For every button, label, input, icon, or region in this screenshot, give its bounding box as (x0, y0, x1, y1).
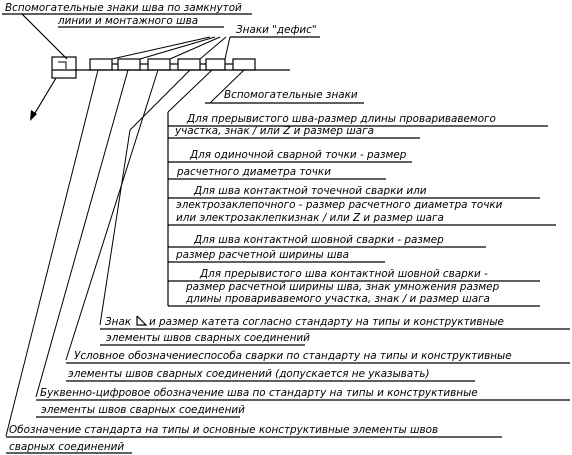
arrow-leader (31, 77, 57, 119)
symbol-box-2 (117, 58, 141, 71)
alnum-label-line1: Буквенно-цифровое обозначение шва по ста… (40, 387, 478, 399)
entry-3-line2: электрозаклепочного - размер расчетного … (176, 199, 503, 211)
entry-5-line3: длины проваривавемого участка, знак / и … (185, 293, 490, 305)
aux-signs-label: Вспомогательные знаки (224, 89, 358, 101)
symbol-box-3 (147, 58, 171, 71)
top-label-leader (21, 13, 68, 60)
closed-line-tick (58, 61, 67, 69)
entry-5-line2: размер расчетной ширины шва, знак умноже… (185, 281, 500, 293)
standard-leader (5, 69, 99, 437)
arrow-head (30, 110, 37, 121)
symbol-box-4 (177, 58, 201, 71)
leg-label-prefix: Знак (105, 316, 132, 328)
hyphen-leader-5 (224, 36, 231, 60)
symbol-box-1 (89, 58, 113, 71)
aux-leader-diag (209, 69, 245, 104)
leg-leader-vert (99, 129, 131, 326)
entry-3-line1: Для шва контактной точечной сварки или (193, 185, 427, 197)
leg-label-suffix: и размер катета согласно стандарту на ти… (149, 316, 504, 328)
symbol-box-5 (205, 58, 226, 71)
top-label-line1: Вспомогательные знаки шва по замкнутой (5, 2, 242, 14)
top-label-line2: линии и монтажного шва (57, 15, 198, 27)
method-leader (65, 69, 159, 361)
method-label-line2: элементы швов сварных соединений (допуск… (68, 368, 430, 380)
entries-leader-diag (167, 69, 213, 113)
hyphen-label: Знаки "дефис" (236, 24, 317, 36)
leg-label-line2: элементы швов сварных соединений (106, 332, 310, 344)
entry-4-line2: размер расчетной ширины шва (175, 249, 349, 261)
entry-2-line1: Для одиночной сварной точки - размер (189, 149, 407, 161)
entry-2-line2: расчетного диаметра точки (176, 166, 331, 178)
standard-label-line2: сварных соединений (9, 441, 124, 453)
entry-1-line1: Для прерывистого шва-размер длины провар… (186, 113, 496, 125)
entry-1-line2: участка, знак / или Z и размер шага (174, 125, 374, 137)
leg-triangle-sign (136, 315, 148, 326)
alnum-leader (35, 69, 129, 398)
closed-line-square (51, 56, 77, 79)
symbol-box-6 (232, 58, 256, 71)
leg-leader-diag (129, 69, 191, 131)
method-label-line1: Условное обозначениеспособа сварки по ст… (74, 350, 512, 362)
standard-label-line1: Обозначение стандарта на типы и основные… (9, 424, 438, 436)
hyphen-leader-4 (199, 36, 227, 60)
hyphen-leader-1 (111, 36, 211, 60)
alnum-label-line2: элементы швов сварных соединений (41, 404, 245, 416)
entry-5-line1: Для прерывистого шва контактной шовной с… (199, 268, 488, 280)
entry-3-line3: или электрозаклепкизнак / или Z и размер… (176, 212, 444, 224)
entry-4-line1: Для шва контактной шовной сварки - разме… (193, 234, 444, 246)
hyphen-leader-3 (169, 36, 221, 60)
hyphen-leader-2 (139, 36, 216, 60)
